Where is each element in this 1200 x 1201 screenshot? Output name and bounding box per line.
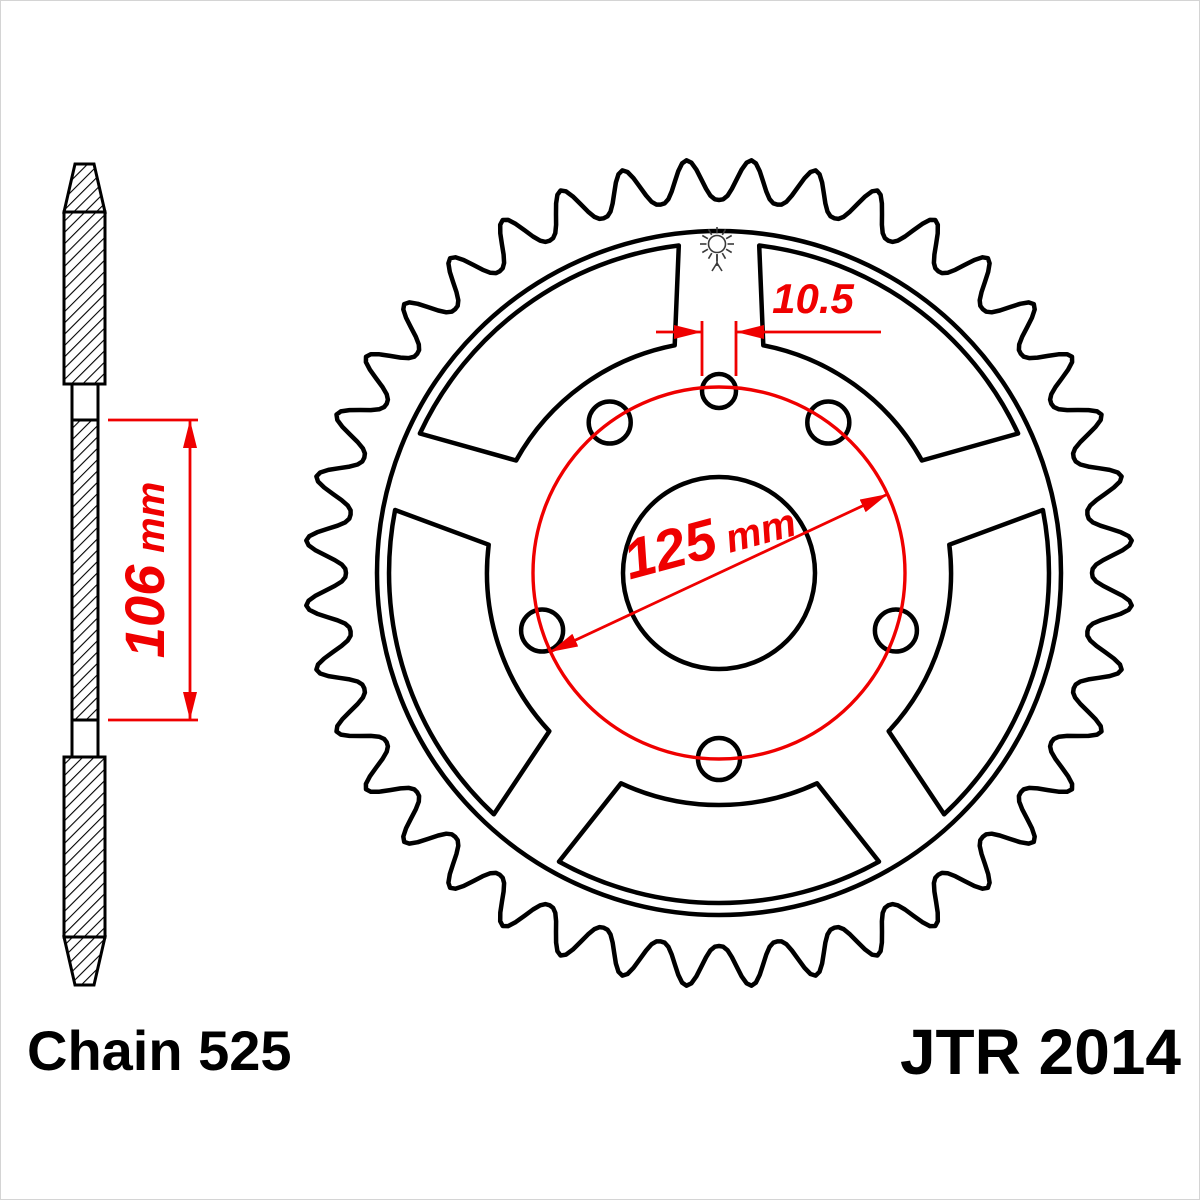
sun-ray — [725, 234, 733, 240]
side-view — [62, 162, 107, 987]
sun-ray — [707, 228, 713, 236]
spoke-cutout — [386, 507, 552, 817]
chain-size-label: Chain 525 — [27, 1019, 292, 1082]
cutouts — [386, 243, 1052, 906]
side-bottom-rim — [62, 755, 107, 939]
bolt-circle-dimension — [531, 385, 907, 761]
side-top-rim — [62, 210, 107, 386]
sun-icon-foot-right — [716, 262, 723, 272]
hub-dimension-label: 106mm — [113, 482, 176, 659]
bolt-circle-leader-line — [549, 492, 889, 654]
side-bottom-tooth — [62, 935, 107, 987]
side-top-tooth — [62, 162, 107, 214]
sun-icon — [700, 227, 734, 272]
sun-icon-foot-left — [711, 262, 718, 272]
spoke-cutout — [556, 781, 882, 906]
sun-ray — [725, 248, 733, 254]
spoke-cutout — [417, 243, 682, 463]
spoke-cutout — [756, 243, 1021, 463]
sun-icon-rays — [700, 227, 734, 261]
side-window-gap-bottom — [70, 718, 100, 759]
side-web — [70, 418, 100, 722]
sun-ray — [701, 234, 709, 240]
sun-icon-disc — [707, 234, 727, 254]
part-number-label: JTR 2014 — [900, 1016, 1181, 1088]
side-window-gap-top — [70, 382, 100, 422]
sun-ray — [707, 252, 713, 260]
pin-hole — [699, 371, 739, 411]
pin-hole-dimension-label: 10.5 — [772, 275, 854, 322]
spoke-cutout — [886, 507, 1052, 817]
sun-ray — [721, 252, 727, 260]
sun-ray — [721, 228, 727, 236]
sun-ray — [701, 248, 709, 254]
